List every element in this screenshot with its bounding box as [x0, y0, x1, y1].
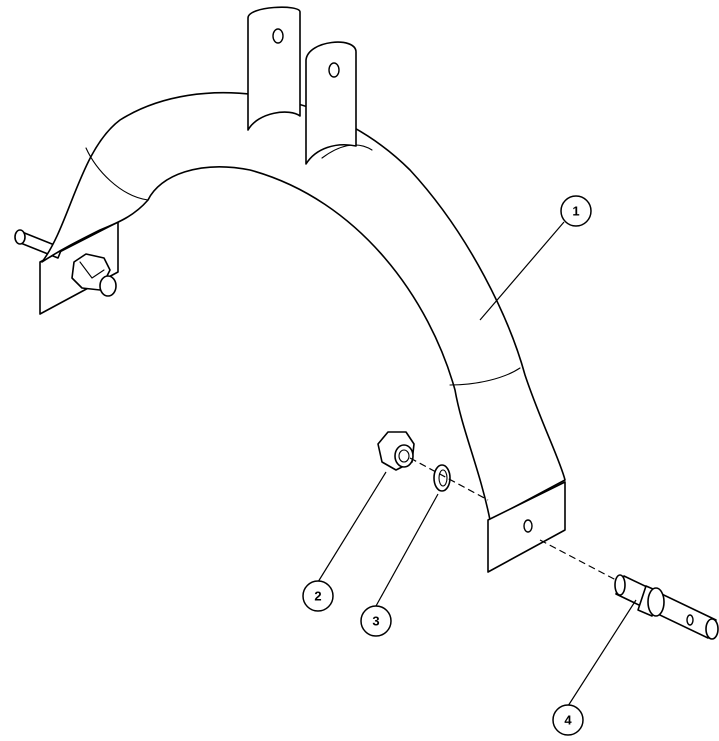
lock-washer-part-3: [433, 464, 451, 492]
callout-label-2: 2: [314, 589, 321, 604]
callout-balloon-1: 1: [560, 195, 592, 227]
callout-label-4: 4: [564, 713, 572, 728]
hex-nut-part-2: [377, 431, 415, 471]
callout-balloon-2: 2: [302, 580, 334, 612]
callout-balloon-3: 3: [360, 605, 392, 637]
fender-bracket-part-1: [14, 6, 566, 573]
callout-label-3: 3: [372, 614, 379, 629]
callout-balloon-4: 4: [552, 704, 584, 736]
clevis-pin-part-4: [614, 574, 719, 640]
assembly-centerline: [409, 457, 617, 581]
callout-label-1: 1: [572, 204, 579, 219]
leader-lines: [317, 221, 637, 707]
